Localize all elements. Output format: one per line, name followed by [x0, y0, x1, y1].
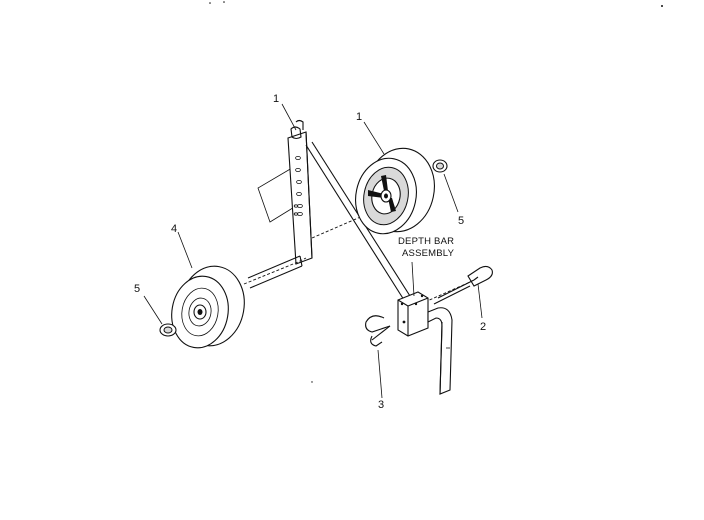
scan-specks — [209, 1, 663, 383]
leader-lines — [143, 103, 483, 399]
callout-part-3: 3 — [378, 399, 384, 411]
callout-part-5-left: 5 — [134, 283, 140, 295]
assembly-label-line-2: ASSEMBLY — [402, 248, 455, 259]
bar-holes — [293, 155, 303, 216]
callout-part-4: 4 — [171, 223, 177, 235]
depth-bar-handle — [427, 307, 453, 395]
right-wheel — [355, 147, 435, 235]
assembly-label-line-1: DEPTH BAR — [398, 236, 454, 247]
perforated-bar — [287, 119, 313, 265]
hairpin-clip — [365, 315, 391, 347]
callout-part-1-wheel: 1 — [356, 111, 362, 123]
right-washer — [432, 159, 448, 173]
depth-bar-assembly-label: DEPTH BAR ASSEMBLY — [398, 236, 455, 259]
callout-part-5-right: 5 — [458, 215, 464, 227]
depth-bar-block — [397, 291, 429, 337]
left-wheel — [171, 265, 245, 349]
callout-part-2: 2 — [480, 321, 486, 333]
callout-part-1-bar: 1 — [273, 93, 279, 105]
bracket-lines — [257, 167, 297, 223]
callout-numbers: 1 1 5 4 5 2 3 — [134, 93, 486, 411]
left-washer — [159, 323, 177, 337]
bolt — [433, 265, 493, 305]
